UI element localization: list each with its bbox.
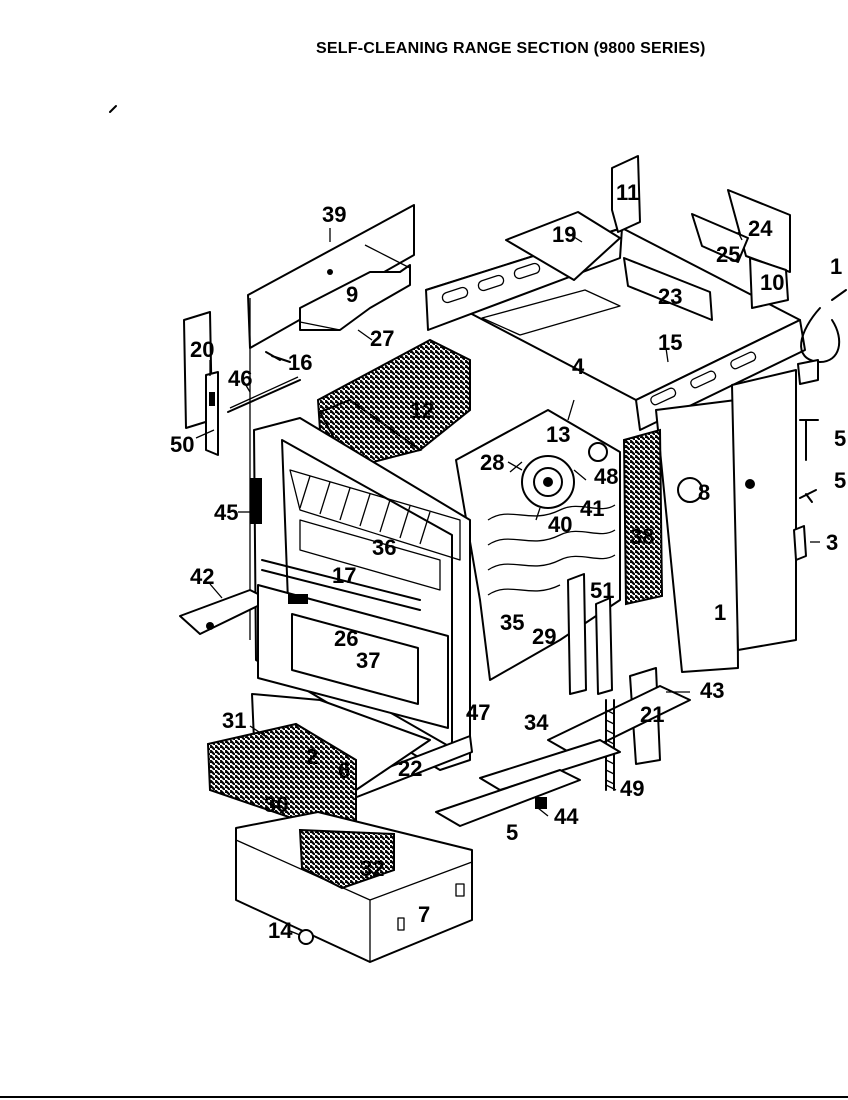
callout-16: 16: [288, 350, 312, 375]
part-1-power-cord: [800, 289, 847, 363]
callout-32: 32: [360, 856, 384, 881]
part-25-clip: [691, 213, 749, 263]
part-29-bracket: [567, 573, 587, 695]
callout-17: 17: [332, 563, 356, 588]
part-19-heat-shield: [505, 211, 621, 281]
callout-34: 34: [524, 710, 549, 735]
callout-21: 21: [640, 702, 664, 727]
part-23-channel: [623, 257, 713, 321]
callout-39: 39: [322, 202, 346, 227]
callout-7: 7: [418, 902, 430, 927]
callout-46: 46: [228, 366, 252, 391]
part-7-drawer-box: [235, 811, 473, 963]
callout-13: 13: [546, 422, 570, 447]
callout-1-top: 1: [830, 254, 842, 279]
part-44-foot: [535, 797, 547, 809]
part-43-rail: [547, 685, 691, 757]
callout-42: 42: [190, 564, 214, 589]
callout-25: 25: [716, 242, 740, 267]
callout-35: 35: [500, 610, 524, 635]
callout-9: 9: [346, 282, 358, 307]
callout-6: 6: [338, 758, 350, 783]
stray-mark: [109, 105, 117, 113]
callout-26: 26: [334, 626, 358, 651]
callout-5-right-a: 5: [834, 468, 846, 493]
callout-15-top: 15: [658, 330, 682, 355]
callout-49: 49: [620, 776, 644, 801]
callout-29: 29: [532, 624, 556, 649]
part-40-fan-assembly: [509, 455, 587, 521]
part-10-bracket: [749, 257, 789, 309]
callout-11: 11: [616, 180, 639, 205]
callout-43: 43: [700, 678, 724, 703]
part-16-screw: [265, 351, 291, 363]
callout-31: 31: [222, 708, 246, 733]
callout-22: 22: [398, 756, 422, 781]
callout-19: 19: [552, 222, 576, 247]
callout-5-base: 5: [506, 820, 518, 845]
callout-30: 30: [264, 792, 288, 817]
part-51-bracket: [595, 597, 613, 695]
callout-10: 10: [760, 270, 784, 295]
part-17-bracket: [261, 559, 421, 611]
callout-5-right-b: 5: [834, 426, 846, 451]
callout-36: 36: [372, 535, 396, 560]
callout-24: 24: [748, 216, 773, 241]
part-30-broiler-drawer: [206, 693, 431, 842]
part-5-screw: [799, 489, 817, 503]
callout-38: 38: [630, 524, 654, 549]
callout-47: 47: [466, 700, 490, 725]
bottom-rule: [0, 1096, 848, 1098]
callout-37: 37: [356, 648, 380, 673]
part-3-switch: [793, 525, 807, 561]
callout-12: 12: [410, 398, 434, 423]
part-5-base-rail: [435, 769, 581, 827]
part-36-oven-rack: [289, 469, 461, 591]
part-9-bracket: [299, 244, 411, 331]
callout-3: 3: [826, 530, 838, 555]
callout-27: 27: [370, 326, 394, 351]
callout-23: 23: [658, 284, 682, 309]
part-48-knob: [588, 442, 608, 462]
callout-48: 48: [594, 464, 618, 489]
part-26-oven-door: [257, 584, 449, 729]
callout-4: 4: [572, 354, 585, 379]
callout-41: 41: [580, 496, 604, 521]
callout-20: 20: [190, 337, 214, 362]
part-38-insulation: [622, 428, 664, 606]
part-46-rod: [227, 379, 301, 413]
part-terminal-block: [797, 359, 819, 385]
leader-lines: [195, 228, 820, 936]
callout-14: 14: [268, 918, 293, 943]
callout-28: 28: [480, 450, 504, 475]
callout-40: 40: [548, 512, 572, 537]
part-39-side-panel: [247, 204, 415, 640]
part-sensor: [799, 419, 819, 461]
callout-51: 51: [590, 578, 614, 603]
part-34-rail: [479, 739, 621, 791]
diagram-title: SELF-CLEANING RANGE SECTION (9800 SERIES…: [316, 40, 706, 57]
callout-45: 45: [214, 500, 238, 525]
callout-8: 8: [698, 480, 710, 505]
part-20-hinge-bracket: [183, 311, 219, 456]
part-1-side-panel: [655, 369, 797, 673]
callout-44: 44: [554, 804, 579, 829]
part-14-foot: [298, 929, 314, 945]
callout-1-side: 1: [714, 600, 726, 625]
callout-2: 2: [306, 744, 318, 769]
callout-50: 50: [170, 432, 194, 457]
part-11-bracket: [611, 155, 641, 233]
